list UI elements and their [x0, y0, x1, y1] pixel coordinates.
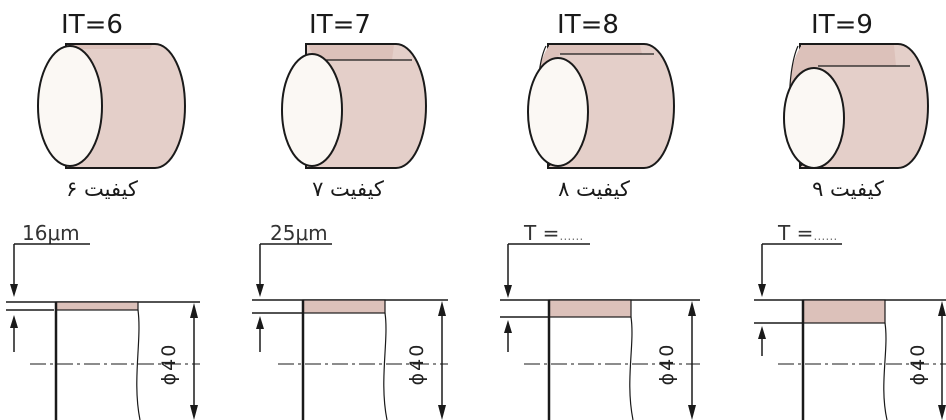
dimension-blank-dots: …… — [559, 229, 583, 243]
cylinder-end-face — [37, 45, 103, 167]
dimension-arrow-up — [10, 315, 18, 328]
figure-it9: IT=9 کیفیت ۹ T =…… ϕ40 — [754, 10, 946, 420]
diameter-label: ϕ40 — [656, 343, 678, 386]
tolerance-zone — [802, 299, 886, 324]
tolerance-zone — [55, 301, 139, 311]
tolerance-zone — [302, 299, 386, 314]
tolerance-band — [68, 45, 152, 49]
diameter-label: ϕ40 — [406, 343, 428, 386]
tolerance-zone — [548, 299, 632, 318]
tolerance-dimension-prefix: T = — [523, 221, 559, 245]
dimension-arrow-down — [504, 285, 512, 298]
diameter-arrow-up — [190, 303, 198, 318]
shaft-section-drawing: ϕ40 — [252, 243, 448, 420]
tolerance-dimension-label: T =…… — [523, 221, 583, 245]
it-grade-label: IT=6 — [61, 10, 123, 40]
cylinder-illustration — [527, 43, 675, 169]
it-grade-label: IT=9 — [811, 10, 873, 40]
tolerance-band — [308, 45, 394, 60]
cylinder-illustration — [281, 43, 427, 169]
cylinder-end-face — [281, 53, 343, 167]
tolerance-dimension-label: 16μm — [22, 221, 80, 245]
cylinder-illustration — [37, 43, 186, 169]
quality-label: کیفیت ۸ — [558, 177, 630, 201]
figure-it8: IT=8 کیفیت ۸ T =…… ϕ40 — [500, 10, 700, 420]
dimension-arrow-down — [256, 284, 264, 297]
diameter-label: ϕ40 — [158, 343, 180, 386]
cylinder-illustration — [783, 43, 929, 169]
diameter-arrow-down — [688, 405, 696, 420]
figure-it6: IT=6 کیفیت ۶ 16μm ϕ40 — [6, 10, 200, 420]
cylinder-end-face — [527, 57, 589, 167]
tolerance-dimension-prefix: T = — [777, 221, 813, 245]
tolerance-dimension-label: T =…… — [777, 221, 837, 245]
shaft-section-drawing: ϕ40 — [6, 243, 200, 420]
dimension-arrow-down — [10, 284, 18, 297]
cylinder-end-face — [783, 67, 845, 169]
diameter-arrow-down — [190, 405, 198, 420]
diameter-label: ϕ40 — [907, 343, 929, 386]
it-grade-label: IT=8 — [557, 10, 619, 40]
dimension-blank-dots: …… — [813, 229, 837, 243]
diameter-arrow-down — [438, 405, 446, 420]
tolerance-dimension-label: 25μm — [270, 221, 328, 245]
diameter-arrow-up — [688, 301, 696, 316]
dimension-arrow-up — [256, 316, 264, 329]
quality-label: کیفیت ۷ — [312, 177, 384, 201]
quality-label: کیفیت ۶ — [66, 177, 138, 201]
figure-it7: IT=7 کیفیت ۷ 25μm ϕ40 — [252, 10, 448, 420]
diameter-arrow-up — [438, 301, 446, 316]
quality-label: کیفیت ۹ — [812, 177, 884, 201]
dimension-arrow-up — [758, 326, 766, 339]
dimension-arrow-up — [504, 320, 512, 333]
it-grade-label: IT=7 — [309, 10, 371, 40]
shaft-section-drawing: ϕ40 — [754, 243, 946, 420]
dimension-arrow-down — [758, 284, 766, 297]
shaft-section-drawing: ϕ40 — [500, 243, 700, 420]
diameter-arrow-down — [938, 405, 946, 420]
diameter-arrow-up — [938, 301, 946, 316]
